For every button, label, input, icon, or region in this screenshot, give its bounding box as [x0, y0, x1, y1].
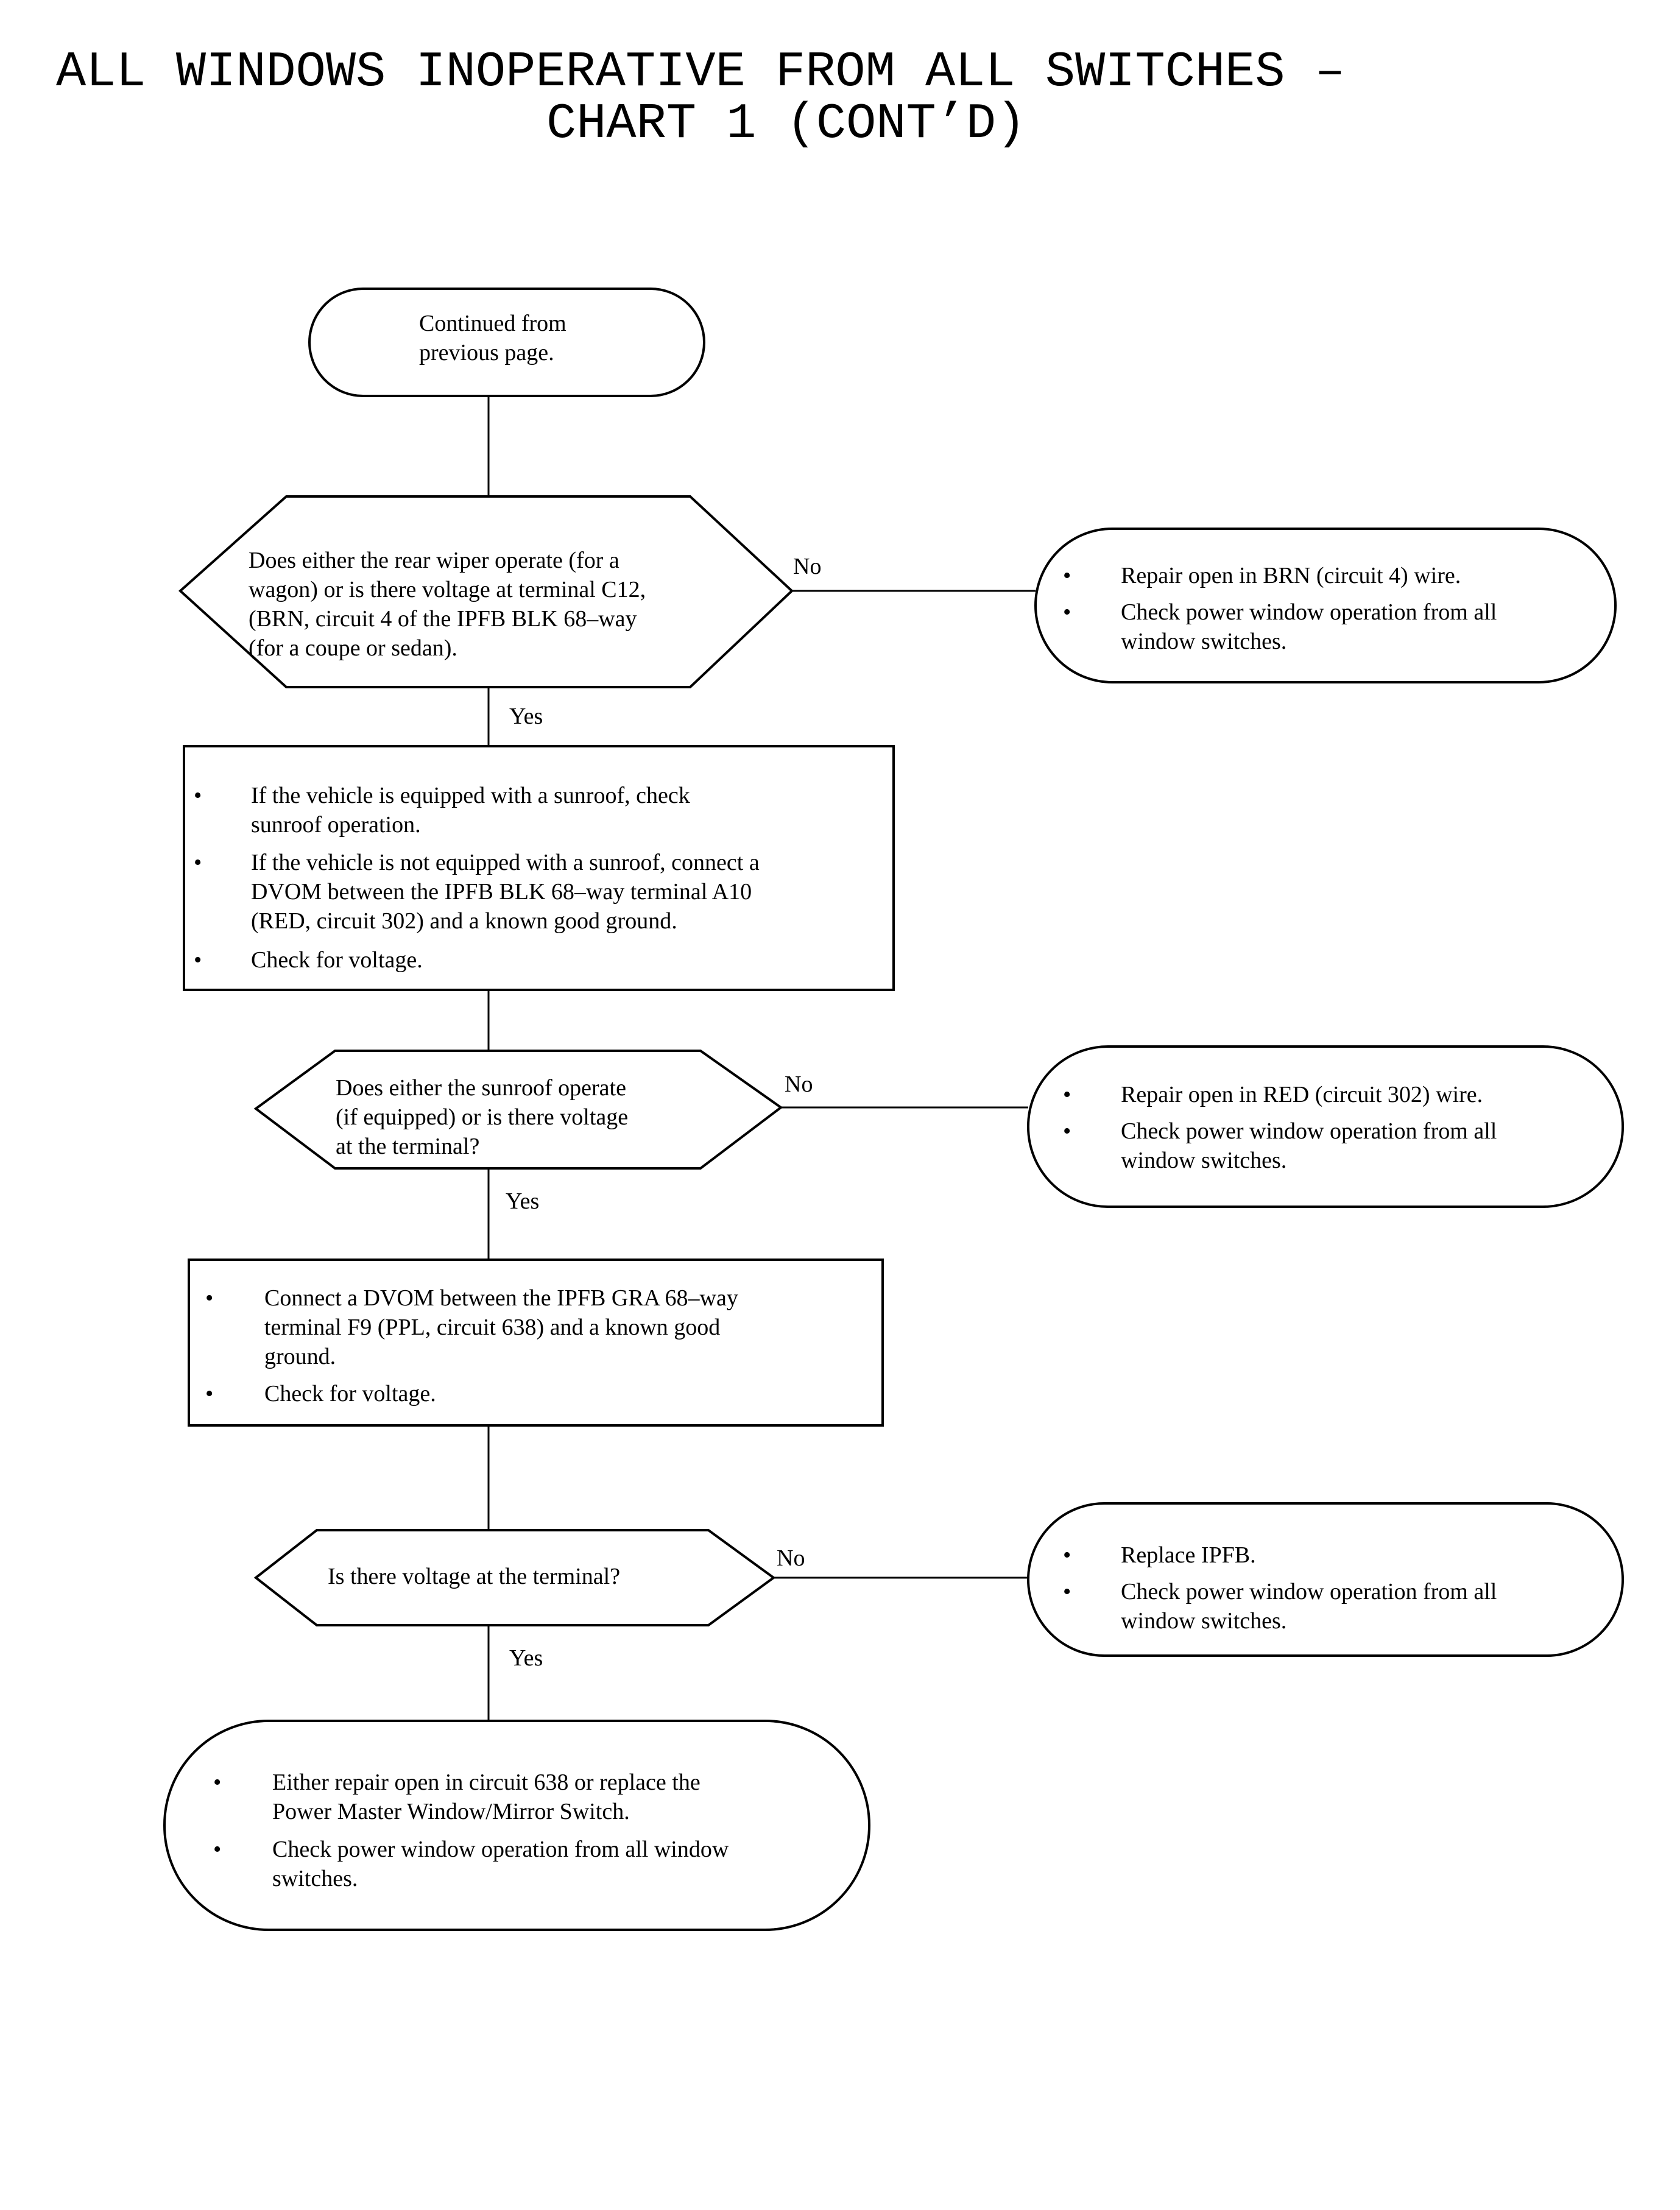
page-title-line-2: CHART 1 (CONT’D) — [546, 96, 1026, 152]
decision1-text-line-3: (BRN, circuit 4 of the IPFB BLK 68–way — [249, 606, 637, 632]
result3-bullet-2: • — [1063, 1579, 1071, 1605]
step1-bullet-1-line-2: sunroof operation. — [251, 812, 421, 838]
end-bullet-1-line-2: Power Master Window/Mirror Switch. — [272, 1799, 630, 1824]
result3-bullet-1-line-1: Replace IPFB. — [1121, 1542, 1256, 1568]
decision3-text-line-1: Is there voltage at the terminal? — [328, 1564, 620, 1589]
decision-1-hexagon — [178, 495, 794, 688]
decision2-text-line-1: Does either the sunroof operate — [336, 1075, 626, 1101]
step2-bullet-2-line-1: Check for voltage. — [264, 1381, 436, 1407]
result3-bullet-2-line-1: Check power window operation from all — [1121, 1579, 1497, 1605]
end-bullet-2: • — [213, 1837, 221, 1862]
decision-3-yes-label: Yes — [509, 1645, 543, 1671]
result1-bullet-2-line-2: window switches. — [1121, 629, 1286, 654]
decision-3-hexagon — [253, 1529, 776, 1626]
step1-bullet-3: • — [194, 947, 202, 973]
decision-2-hexagon — [253, 1050, 783, 1170]
decision-3-no-label: No — [777, 1545, 805, 1571]
result1-bullet-1-line-1: Repair open in BRN (circuit 4) wire. — [1121, 563, 1461, 588]
result-3-terminator — [1027, 1502, 1624, 1657]
start-terminator — [308, 288, 705, 397]
result1-bullet-1: • — [1063, 563, 1071, 588]
result3-bullet-2-line-2: window switches. — [1121, 1608, 1286, 1634]
step1-bullet-2: • — [194, 850, 202, 875]
end-bullet-1-line-1: Either repair open in circuit 638 or rep… — [272, 1770, 701, 1795]
step1-bullet-2-line-3: (RED, circuit 302) and a known good grou… — [251, 908, 677, 934]
result3-bullet-1: • — [1063, 1542, 1071, 1568]
page-title-line-1: ALL WINDOWS INOPERATIVE FROM ALL SWITCHE… — [56, 44, 1345, 101]
step2-bullet-1-line-2: terminal F9 (PPL, circuit 638) and a kno… — [264, 1315, 720, 1340]
step1-bullet-3-line-1: Check for voltage. — [251, 947, 423, 973]
result2-bullet-1-line-1: Repair open in RED (circuit 302) wire. — [1121, 1082, 1483, 1107]
decision-1-yes-label: Yes — [509, 704, 543, 729]
decision1-text-line-4: (for a coupe or sedan). — [249, 635, 457, 661]
end-bullet-2-line-1: Check power window operation from all wi… — [272, 1837, 729, 1862]
decision-2-yes-label: Yes — [506, 1188, 539, 1214]
step2-bullet-1: • — [205, 1285, 213, 1311]
step1-bullet-2-line-2: DVOM between the IPFB BLK 68–way termina… — [251, 879, 752, 905]
result2-bullet-2-line-1: Check power window operation from all — [1121, 1118, 1497, 1144]
step-2-box — [188, 1259, 884, 1427]
decision-2-no-label: No — [785, 1071, 813, 1097]
end-bullet-1: • — [213, 1770, 221, 1795]
result2-bullet-1: • — [1063, 1082, 1071, 1107]
decision2-text-line-2: (if equipped) or is there voltage — [336, 1104, 628, 1130]
decision1-text-line-2: wagon) or is there voltage at terminal C… — [249, 577, 646, 602]
step1-bullet-1: • — [194, 783, 202, 808]
step-1-box — [183, 745, 895, 991]
step1-bullet-1-line-1: If the vehicle is equipped with a sunroo… — [251, 783, 690, 808]
step2-bullet-1-line-3: ground. — [264, 1344, 336, 1369]
step2-bullet-1-line-1: Connect a DVOM between the IPFB GRA 68–w… — [264, 1285, 738, 1311]
result-1-terminator — [1034, 528, 1617, 683]
decision-1-no-label: No — [793, 554, 821, 579]
result2-bullet-2: • — [1063, 1118, 1071, 1144]
result1-bullet-2-line-1: Check power window operation from all — [1121, 599, 1497, 625]
end-bullet-2-line-2: switches. — [272, 1866, 358, 1891]
end-terminator — [163, 1720, 870, 1931]
start-text-line-2: previous page. — [419, 340, 554, 365]
result2-bullet-2-line-2: window switches. — [1121, 1148, 1286, 1173]
result1-bullet-2: • — [1063, 599, 1071, 625]
step1-bullet-2-line-1: If the vehicle is not equipped with a su… — [251, 850, 760, 875]
result-2-terminator — [1027, 1045, 1624, 1208]
start-text-line-1: Continued from — [419, 311, 566, 336]
step2-bullet-2: • — [205, 1381, 213, 1407]
node-text-layer: Continued from previous page. Does either … — [194, 311, 1497, 1891]
decision1-text-line-1: Does either the rear wiper operate (for … — [249, 548, 619, 573]
decision2-text-line-3: at the terminal? — [336, 1134, 479, 1159]
